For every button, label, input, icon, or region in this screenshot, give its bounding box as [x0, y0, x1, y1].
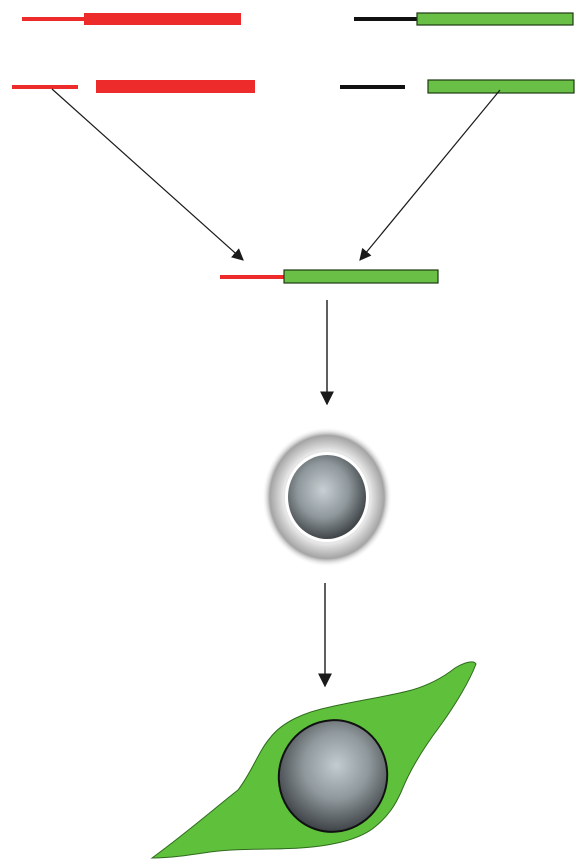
stem-cell-nucleus — [288, 455, 366, 539]
cut-green-fragments — [340, 79, 575, 94]
red-gene-fragment — [96, 80, 255, 93]
differentiated-cell — [150, 661, 477, 859]
differentiated-cell-nucleus — [277, 719, 389, 833]
arrow-reporter-to-recombinant — [359, 89, 501, 261]
stem-cell — [262, 427, 392, 567]
red-gene-bar — [84, 13, 241, 25]
recombinant-green-reporter — [283, 269, 439, 284]
green-reporter-bar — [416, 12, 574, 26]
recombinant-construct — [220, 269, 439, 284]
source-red-construct — [22, 13, 241, 25]
source-green-construct — [354, 12, 574, 26]
cut-red-fragments — [12, 80, 255, 93]
green-reporter-fragment — [427, 79, 575, 94]
arrow-promoter-to-recombinant — [51, 88, 244, 261]
